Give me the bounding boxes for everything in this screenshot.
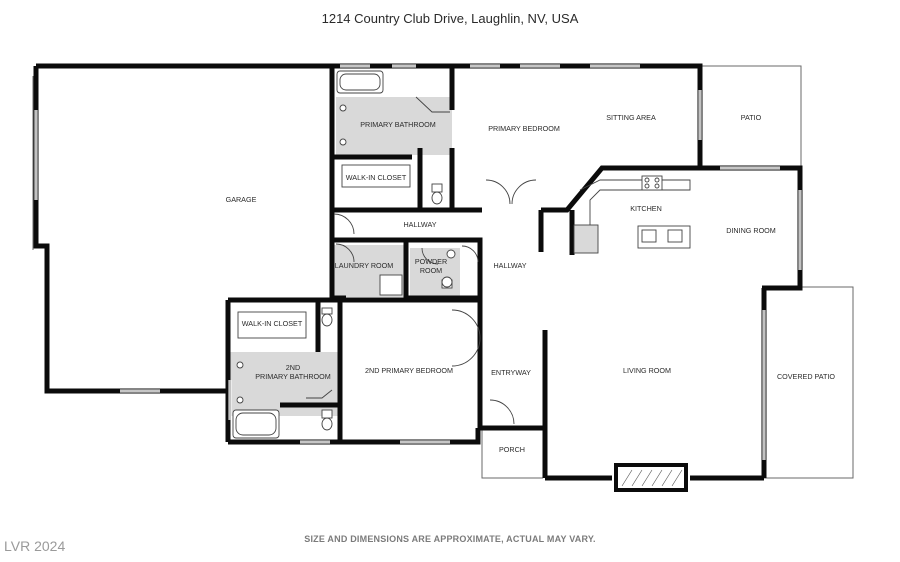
label-dining-room: DINING ROOM [726, 226, 776, 235]
room-labels: GARAGE PRIMARY BATHROOM PRIMARY BEDROOM … [226, 113, 836, 454]
label-primary-bedroom: PRIMARY BEDROOM [488, 124, 560, 133]
fixtures [232, 70, 691, 439]
label-living-room: LIVING ROOM [623, 366, 671, 375]
label-patio: PATIO [741, 113, 762, 122]
label-primary-bathroom: PRIMARY BATHROOM [360, 120, 435, 129]
label-walk-in-closet-1: WALK-IN CLOSET [346, 173, 407, 182]
label-powder-room-1: POWDER [415, 257, 447, 266]
label-second-bedroom: 2ND PRIMARY BEDROOM [365, 366, 453, 375]
label-second-bath-1: 2ND [286, 363, 300, 372]
label-sitting-area: SITTING AREA [606, 113, 656, 122]
label-second-bath-2: PRIMARY BATHROOM [255, 372, 330, 381]
label-entryway: ENTRYWAY [491, 368, 531, 377]
label-garage: GARAGE [226, 195, 257, 204]
label-kitchen: KITCHEN [630, 204, 662, 213]
label-laundry-room: LAUNDRY ROOM [335, 261, 393, 270]
patio-outlines [32, 65, 854, 479]
label-hallway-1: HALLWAY [403, 220, 436, 229]
window-panes [35, 65, 801, 460]
label-covered-patio: COVERED PATIO [777, 372, 835, 381]
watermark: LVR 2024 [4, 538, 66, 554]
label-walk-in-closet-2: WALK-IN CLOSET [242, 319, 303, 328]
fireplace-hatch [621, 469, 683, 487]
label-hallway-2: HALLWAY [493, 261, 526, 270]
address-title: 1214 Country Club Drive, Laughlin, NV, U… [321, 11, 579, 26]
label-porch: PORCH [499, 445, 525, 454]
disclaimer: SIZE AND DIMENSIONS ARE APPROXIMATE, ACT… [304, 534, 596, 544]
label-powder-room-2: ROOM [420, 266, 442, 275]
